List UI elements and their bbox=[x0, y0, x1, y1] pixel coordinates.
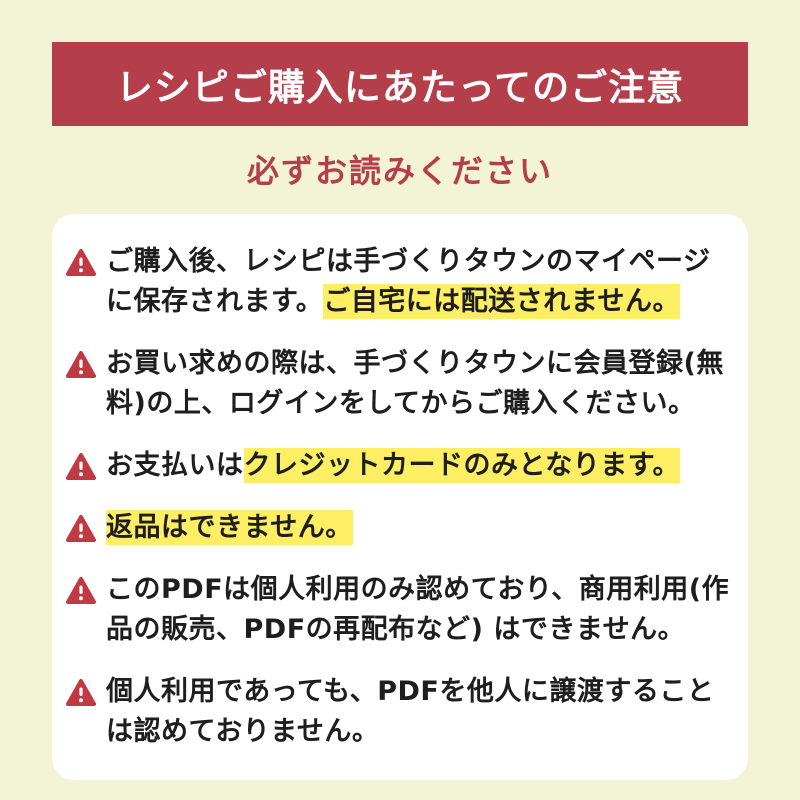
notice-text: このPDFは個人利用のみ認めており、商用利用(作品の販売、PDFの再配布など) … bbox=[106, 570, 730, 650]
notice-item: このPDFは個人利用のみ認めており、商用利用(作品の販売、PDFの再配布など) … bbox=[66, 570, 730, 650]
notice-card: ご購入後、レシピは手づくりタウンのマイページに保存されます。ご自宅には配送されま… bbox=[52, 214, 748, 780]
notice-item: 返品はできません。 bbox=[66, 508, 730, 548]
notice-text: ご購入後、レシピは手づくりタウンのマイページに保存されます。ご自宅には配送されま… bbox=[106, 242, 730, 322]
notice-text-highlight: 返品はできません。 bbox=[106, 510, 353, 545]
warning-icon bbox=[66, 351, 96, 378]
warning-icon bbox=[66, 577, 96, 604]
notice-text: お買い求めの際は、手づくりタウンに会員登録(無料)の上、ログインをしてからご購入… bbox=[106, 344, 730, 424]
notice-text-segment: お買い求めの際は、手づくりタウンに会員登録(無料)の上、ログインをしてからご購入… bbox=[106, 348, 724, 419]
notice-item: お買い求めの際は、手づくりタウンに会員登録(無料)の上、ログインをしてからご購入… bbox=[66, 344, 730, 424]
notice-text-segment: このPDFは個人利用のみ認めており、商用利用(作品の販売、PDFの再配布など) … bbox=[106, 574, 730, 645]
notice-text-segment: ご購入後、レシピは手づくりタウンのマイページに保存されます。 bbox=[106, 246, 711, 317]
subtitle: 必ずお読みください bbox=[246, 152, 553, 190]
warning-icon bbox=[66, 515, 96, 542]
notice-text: 個人利用であっても、PDFを他人に譲渡することは認めておりません。 bbox=[106, 672, 730, 752]
notice-text-segment: 個人利用であっても、PDFを他人に譲渡することは認めておりません。 bbox=[106, 676, 715, 747]
notice-text: お支払いはクレジットカードのみとなります。 bbox=[106, 446, 680, 486]
warning-icon bbox=[66, 679, 96, 706]
notice-text-highlight: クレジットカードのみとなります。 bbox=[243, 448, 680, 483]
title-banner: レシピご購入にあたってのご注意 bbox=[52, 42, 748, 126]
notice-text: 返品はできません。 bbox=[106, 508, 353, 548]
notice-item: お支払いはクレジットカードのみとなります。 bbox=[66, 446, 730, 486]
page-title: レシピご購入にあたってのご注意 bbox=[115, 66, 685, 109]
warning-icon bbox=[66, 453, 96, 480]
notice-text-segment: お支払いは bbox=[106, 450, 244, 481]
notice-item: ご購入後、レシピは手づくりタウンのマイページに保存されます。ご自宅には配送されま… bbox=[66, 242, 730, 322]
warning-icon bbox=[66, 249, 96, 276]
notice-text-highlight: ご自宅には配送されません。 bbox=[323, 284, 681, 319]
notice-item: 個人利用であっても、PDFを他人に譲渡することは認めておりません。 bbox=[66, 672, 730, 752]
